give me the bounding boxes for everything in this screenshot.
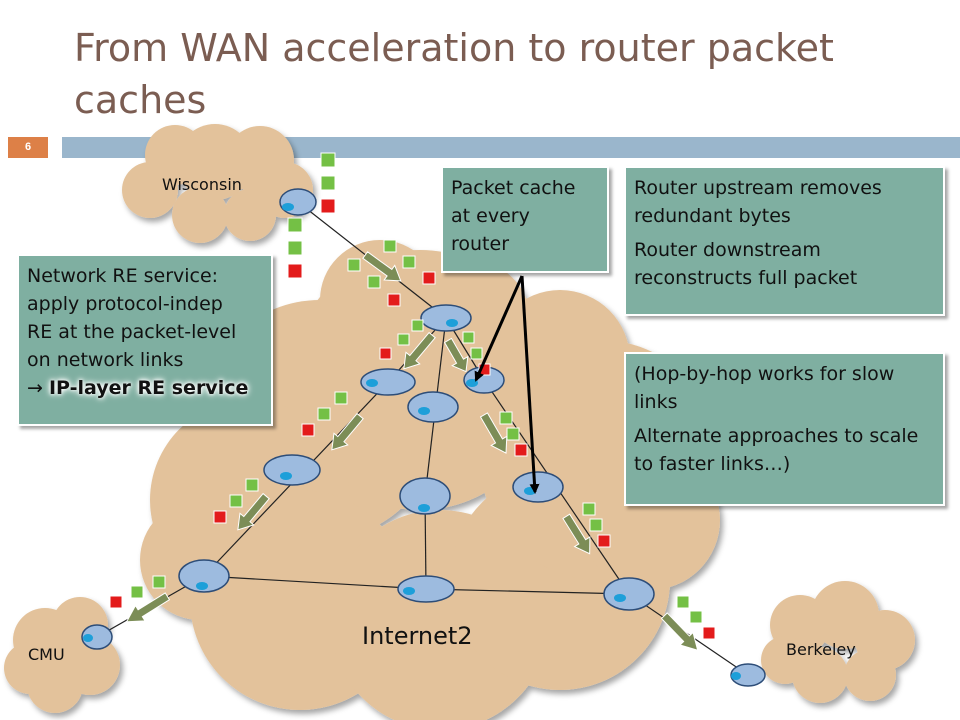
slide-number: 6 — [8, 137, 48, 158]
packet-icon — [411, 319, 424, 332]
packet-cache-line-2: at every — [451, 205, 530, 227]
packet-icon — [109, 595, 123, 609]
packet-cache-line-3: router — [451, 233, 510, 255]
packet-icon — [499, 411, 513, 425]
packet-icon — [245, 478, 259, 492]
packet-icon — [514, 443, 528, 457]
packet-cache-line-1: Packet cache — [451, 177, 576, 199]
flow-arrow-icon — [331, 412, 364, 451]
packet-icon — [347, 258, 361, 272]
router-icon — [512, 471, 564, 503]
right-arrow-icon: → — [27, 377, 43, 399]
flow-arrow-icon — [479, 412, 508, 454]
flow-arrows — [125, 251, 699, 651]
hop-by-hop-text: (Hop-by-hop works for slow links — [634, 363, 895, 413]
packet-icon — [320, 175, 336, 191]
router-icon — [420, 304, 472, 332]
packet-icon — [397, 333, 410, 346]
flow-arrow-icon — [403, 331, 436, 370]
packet-icon — [582, 502, 596, 516]
berkeley-cloud-icon — [761, 581, 915, 703]
packet-icon — [589, 518, 603, 532]
packet-icon — [317, 407, 331, 421]
packet-icon — [301, 423, 315, 437]
packet-cache-callout: Packet cache at every router — [441, 166, 609, 273]
packet-icon — [462, 331, 475, 344]
slide-title: From WAN acceleration to router packet c… — [74, 26, 834, 122]
packet-icon — [213, 510, 227, 524]
flow-arrow-icon — [237, 492, 270, 531]
packet-icon — [287, 263, 303, 279]
packet-icon — [334, 391, 348, 405]
router-icon — [603, 577, 655, 611]
flow-arrow-icon — [660, 612, 699, 651]
router-re-callout: Router upstream removes redundant bytes … — [624, 166, 945, 316]
packet-icon — [422, 271, 436, 285]
packet-icon — [387, 293, 401, 307]
router-icon — [279, 188, 317, 216]
router-downstream-text: Router downstream reconstructs full pack… — [634, 239, 858, 289]
wisconsin-label: Wisconsin — [162, 175, 242, 194]
packet-icon — [379, 347, 392, 360]
router-icon — [263, 454, 321, 486]
router-icon — [407, 391, 459, 423]
routers — [81, 188, 766, 687]
network-re-line-4: on network links — [27, 349, 184, 371]
packet-icon — [506, 427, 520, 441]
cache-pointer-arrows — [474, 275, 540, 494]
flow-arrow-icon — [125, 592, 171, 623]
packet-icon — [152, 575, 166, 589]
packet-icon — [676, 595, 690, 609]
internet2-label: Internet2 — [362, 622, 473, 650]
router-icon — [360, 368, 416, 396]
flow-arrow-icon — [362, 251, 402, 282]
packet-icon — [320, 152, 336, 168]
packet-icon — [383, 239, 397, 253]
packet-icon — [689, 610, 703, 624]
packet-icon — [287, 217, 303, 233]
router-icon — [81, 624, 113, 650]
router-icon — [730, 663, 766, 687]
packet-icon — [130, 585, 144, 599]
packet-icon — [402, 255, 416, 269]
flow-arrow-icon — [443, 337, 469, 373]
packet-icon — [229, 494, 243, 508]
alternate-approaches-text: Alternate approaches to scale to faster … — [634, 425, 919, 475]
berkeley-label: Berkeley — [786, 640, 856, 659]
packet-icon — [702, 626, 716, 640]
network-re-callout: Network RE service: apply protocol-indep… — [17, 254, 273, 426]
internet2-cloud-icon — [140, 240, 720, 720]
router-icon — [399, 477, 451, 515]
packet-icon — [287, 240, 303, 256]
packets — [109, 152, 716, 640]
wisconsin-cloud-icon — [122, 124, 313, 243]
flow-arrow-icon — [562, 513, 591, 555]
cmu-label: CMU — [28, 645, 65, 664]
ip-layer-re-highlight: IP-layer RE service — [48, 377, 249, 399]
packet-icon — [320, 198, 336, 214]
router-upstream-text: Router upstream removes redundant bytes — [634, 177, 882, 227]
router-icon — [397, 575, 455, 603]
network-re-line-2: apply protocol-indep — [27, 293, 223, 315]
packet-icon — [470, 347, 483, 360]
packet-icon — [597, 534, 611, 548]
network-re-line-1: Network RE service: — [27, 265, 219, 287]
hop-by-hop-callout: (Hop-by-hop works for slow links Alterna… — [624, 352, 945, 506]
router-icon — [178, 559, 230, 593]
packet-icon — [367, 275, 381, 289]
network-re-line-3: RE at the packet-level — [27, 321, 237, 343]
